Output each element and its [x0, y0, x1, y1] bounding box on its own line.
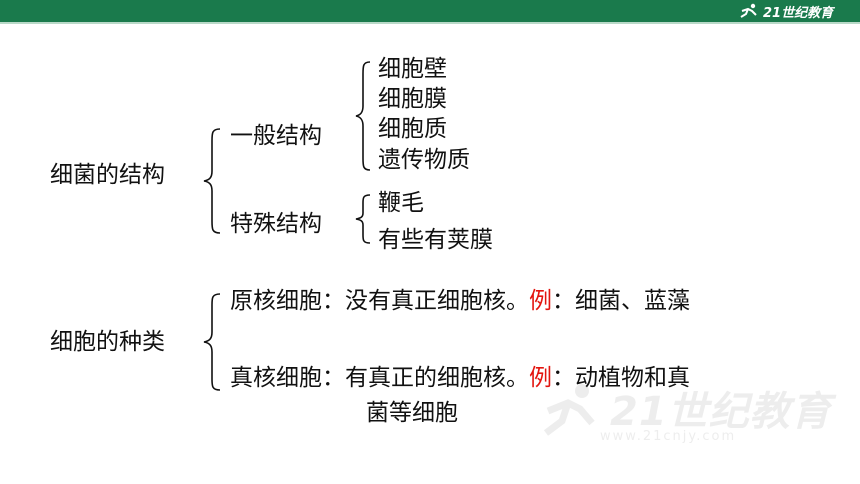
eukaryote-example-text-line1: 动植物和真	[575, 365, 690, 391]
general-item-1: 细胞壁	[378, 56, 447, 82]
prokaryote-line: 原核细胞：没有真正细胞核。例：细菌、蓝藻	[230, 286, 690, 316]
eukaryote-label: 真核细胞	[230, 365, 322, 391]
special-item-1: 鞭毛	[378, 190, 424, 216]
eukaryote-example-word: 例	[529, 365, 552, 391]
eukaryote-example-colon: ：	[552, 365, 575, 391]
eukaryote-colon: ：	[322, 365, 345, 391]
prokaryote-label: 原核细胞	[230, 288, 322, 314]
watermark-runner-icon	[543, 384, 595, 436]
prokaryote-example-word: 例	[529, 288, 552, 314]
brand-logo: 21世纪教育	[738, 2, 834, 21]
special-item-2: 有些有荚膜	[378, 227, 493, 253]
cell-types-brace	[203, 293, 221, 391]
watermark-url: www.21cnjy.com	[600, 429, 737, 444]
general-item-2: 细胞膜	[378, 86, 447, 112]
general-item-3: 细胞质	[378, 116, 447, 142]
structure-brace	[203, 128, 221, 234]
prokaryote-colon: ：	[322, 288, 345, 314]
prokaryote-example-text: 细菌、蓝藻	[575, 288, 690, 314]
structure-title: 细菌的结构	[50, 162, 165, 188]
cell-types-title: 细胞的种类	[50, 329, 165, 355]
eukaryote-example-text-line2: 菌等细胞	[366, 400, 458, 426]
eukaryote-desc: 有真正的细胞核。	[345, 365, 529, 391]
general-structure-label: 一般结构	[230, 123, 322, 149]
prokaryote-example-colon: ：	[552, 288, 575, 314]
watermark: 21世纪教育 www.21cnjy.com	[540, 375, 840, 455]
prokaryote-desc: 没有真正细胞核。	[345, 288, 529, 314]
runner-icon	[740, 3, 757, 18]
watermark-text: 21世纪教育	[610, 389, 832, 435]
special-structure-label: 特殊结构	[230, 211, 322, 237]
header-divider	[0, 22, 860, 24]
eukaryote-line: 真核细胞：有真正的细胞核。例：动植物和真	[230, 363, 690, 393]
header-bar	[0, 0, 860, 22]
special-brace	[355, 194, 371, 244]
general-brace	[355, 61, 371, 171]
logo-text: 21世纪教育	[763, 5, 834, 21]
general-item-4: 遗传物质	[378, 147, 470, 173]
